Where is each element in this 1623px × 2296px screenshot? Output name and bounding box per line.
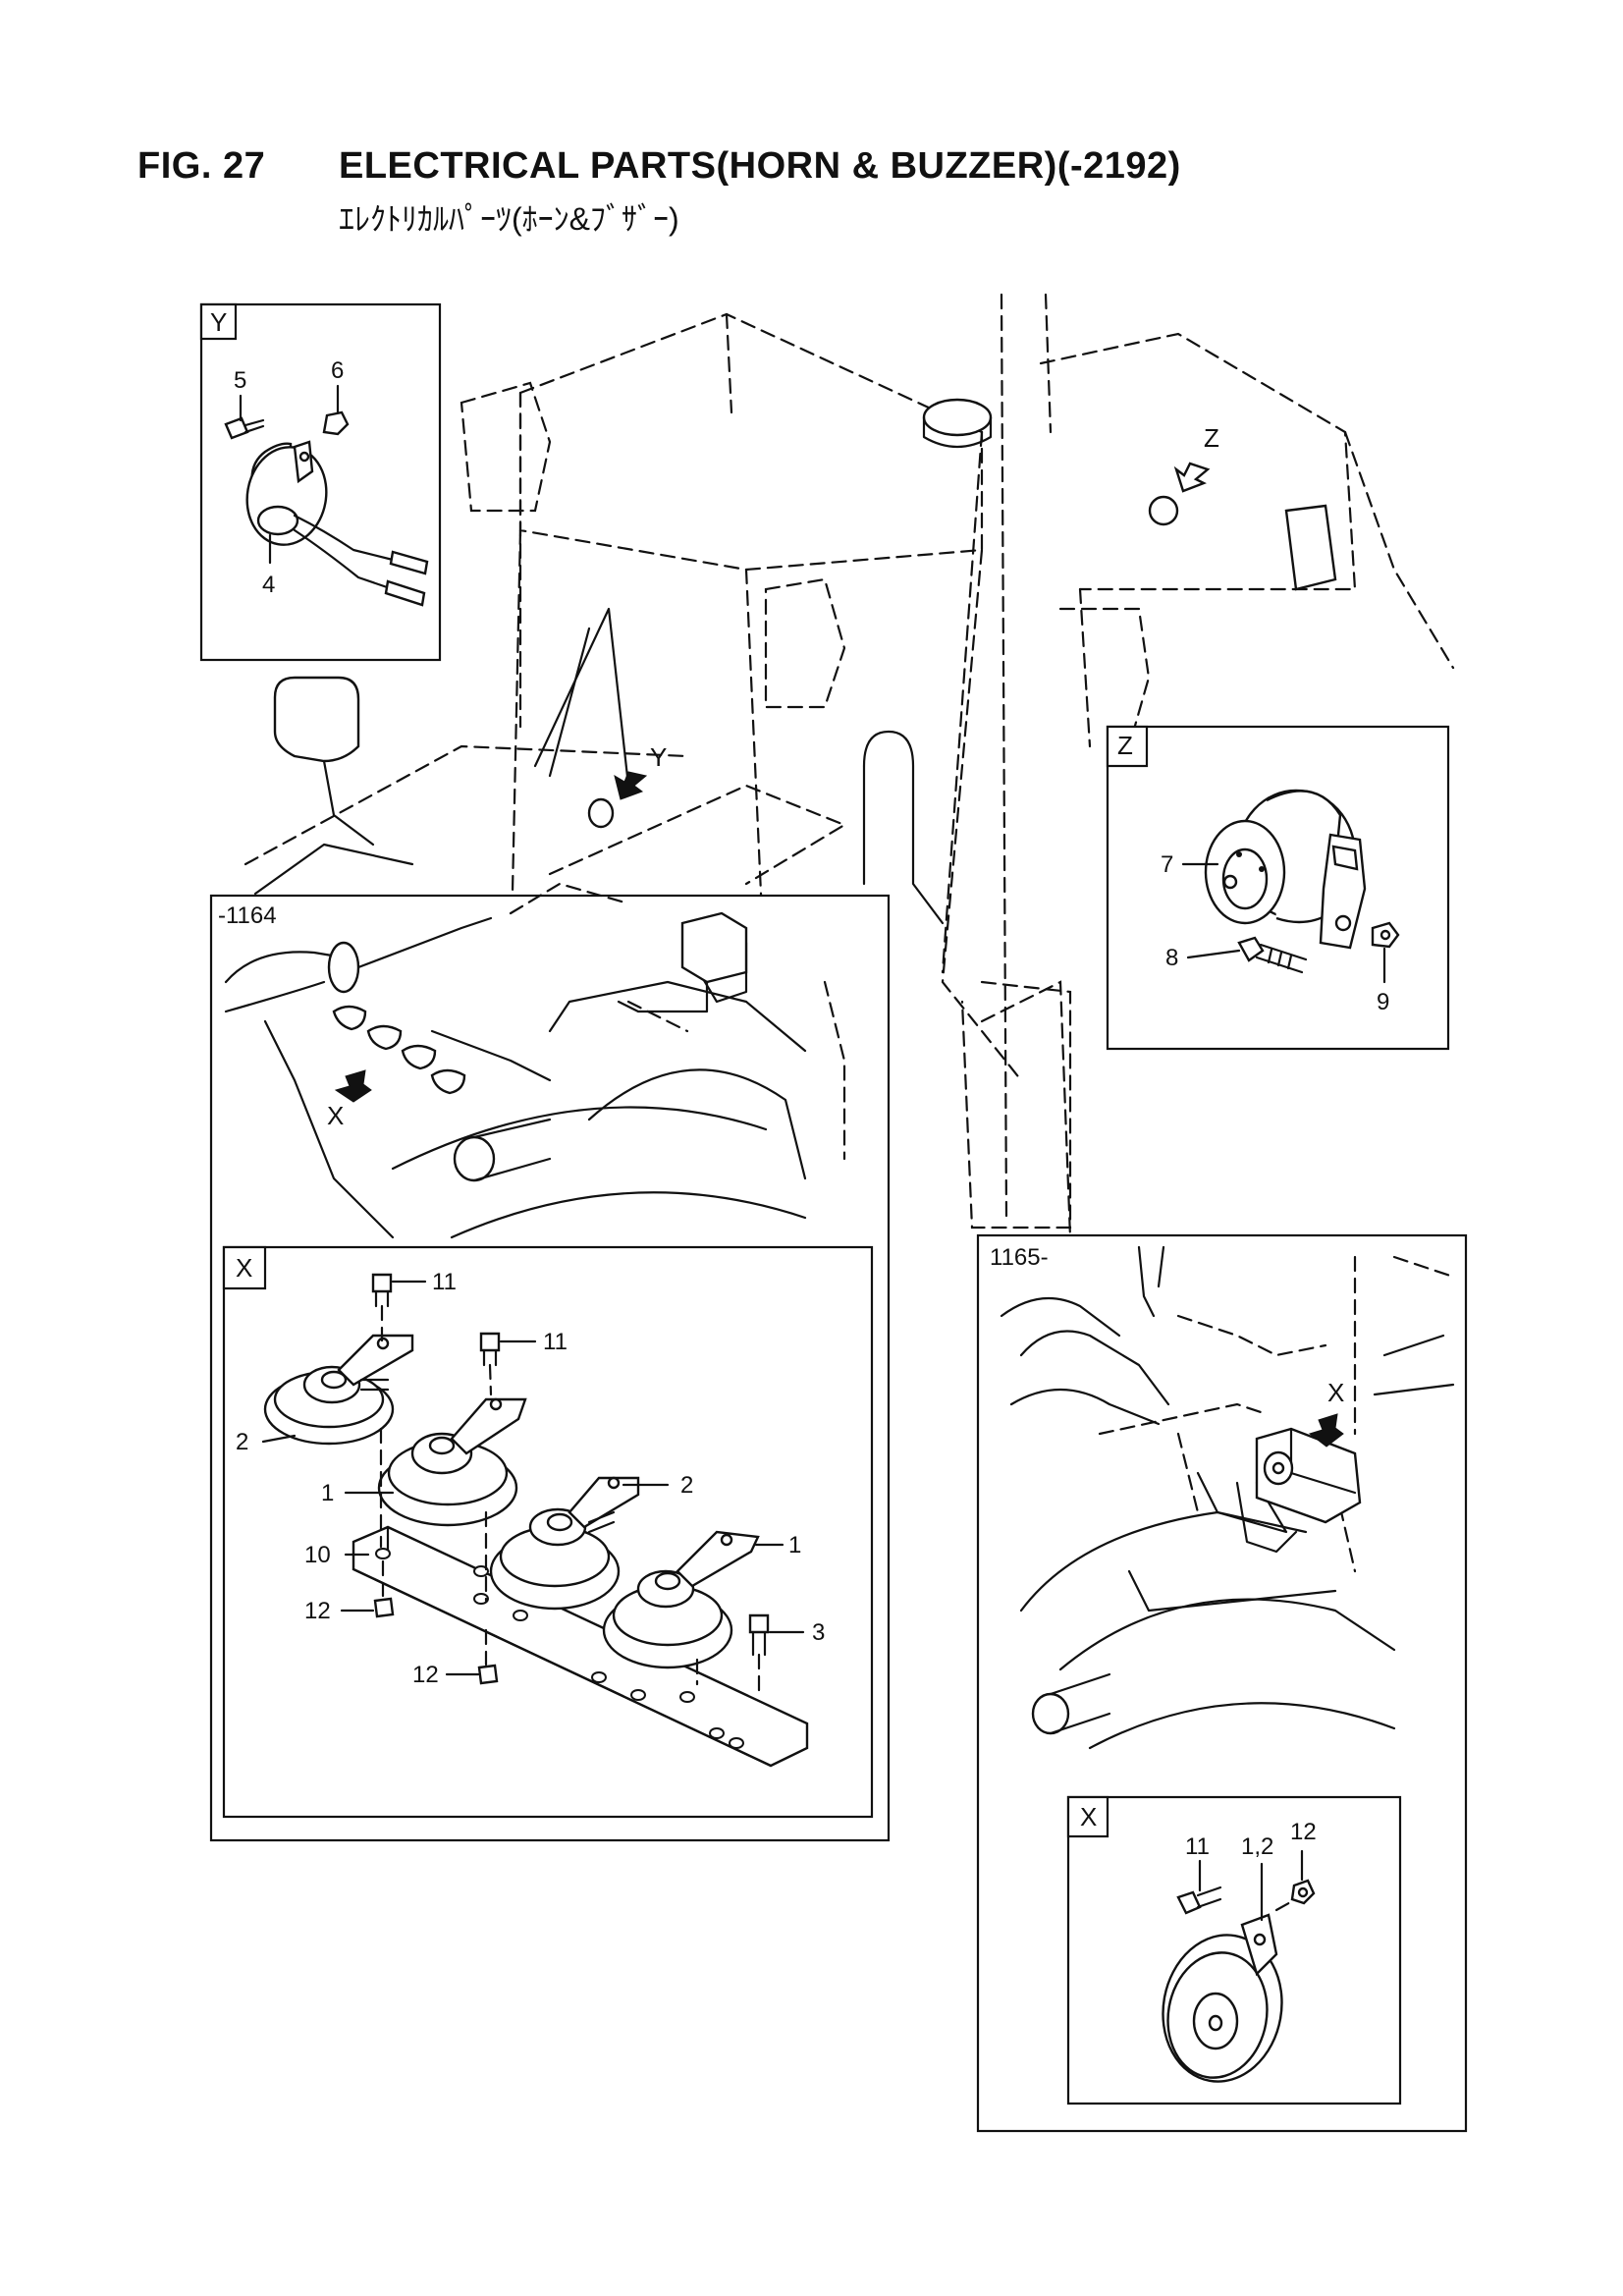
view-y-tag: Y: [210, 307, 227, 337]
view-late-x-tag-box: [1066, 1795, 1109, 1838]
view-y: Y 5 6 4: [199, 302, 442, 662]
figure-number: FIG. 27: [137, 145, 266, 187]
callout-11-upper: 11: [432, 1269, 457, 1295]
view-late-x: X 11 1,2 12: [1066, 1795, 1402, 2105]
arrow-y: Y: [614, 742, 667, 800]
callout-7: 7: [1161, 851, 1173, 878]
early-arrow-label: X: [327, 1101, 344, 1130]
view-early-x-tag: X: [236, 1253, 252, 1283]
figure-subtitle: ｴﾚｸﾄﾘｶﾙﾊﾟｰﾂ(ﾎｰﾝ&ﾌﾞｻﾞｰ): [339, 201, 679, 237]
callout-3: 3: [812, 1619, 825, 1646]
figure-title: ELECTRICAL PARTS(HORN & BUZZER)(-2192): [339, 145, 1181, 187]
arrow-y-label: Y: [650, 742, 667, 772]
callout-12-bottom: 12: [412, 1662, 439, 1688]
view-z: Z 7 8 9: [1106, 725, 1450, 1051]
callout-6: 6: [331, 357, 344, 384]
late-callout-1-2: 1,2: [1241, 1833, 1273, 1860]
view-early-x-tag-box: [222, 1245, 267, 1290]
late-arrow-label: X: [1327, 1378, 1344, 1407]
late-callout-12: 12: [1290, 1819, 1317, 1845]
view-z-tag-box: [1106, 725, 1149, 768]
callout-4: 4: [262, 572, 275, 598]
callout-2-right: 2: [680, 1472, 693, 1499]
view-z-tag: Z: [1117, 731, 1133, 760]
callout-8: 8: [1165, 945, 1178, 971]
callout-2-left: 2: [236, 1429, 248, 1455]
arrow-z: Z: [1173, 423, 1219, 493]
arrow-z-label: Z: [1204, 423, 1219, 453]
callout-11-lower: 11: [543, 1329, 568, 1355]
machine-outline: [243, 293, 1455, 1239]
callout-10: 10: [304, 1542, 331, 1568]
late-callout-11: 11: [1185, 1833, 1210, 1860]
view-late-x-tag: X: [1080, 1802, 1097, 1831]
late-serial-range: 1165-: [990, 1244, 1049, 1271]
callout-9: 9: [1377, 989, 1389, 1015]
callout-1-right: 1: [788, 1532, 801, 1558]
callout-12-left: 12: [304, 1598, 331, 1624]
view-early-x: X: [222, 1245, 874, 1819]
callout-1-left: 1: [321, 1480, 334, 1506]
view-y-tag-box: [199, 302, 238, 341]
callout-5: 5: [234, 367, 246, 394]
early-serial-range: -1164: [218, 902, 277, 929]
